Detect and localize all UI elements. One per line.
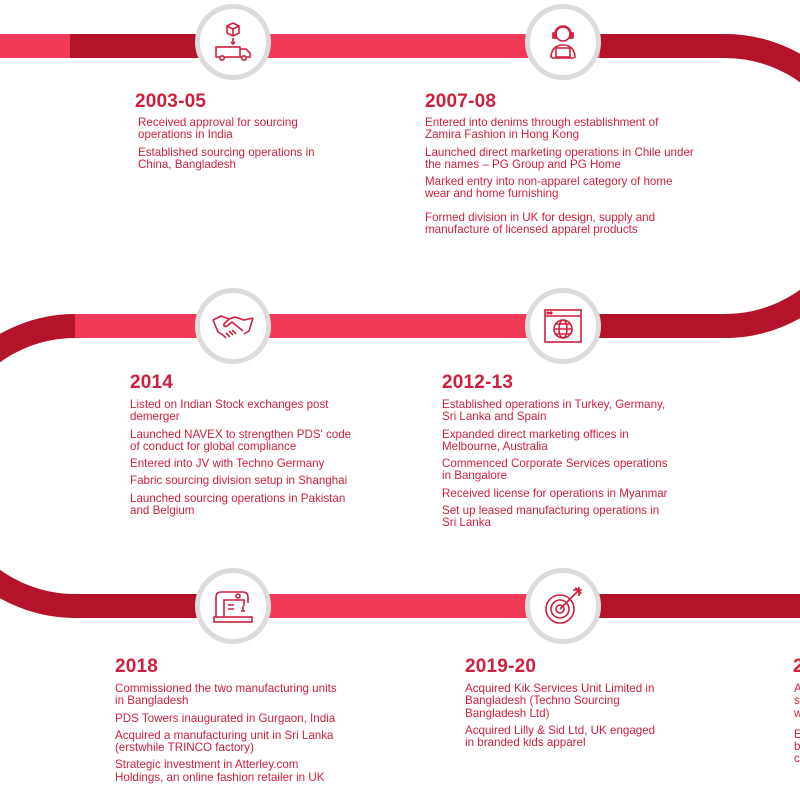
delivery-truck-icon — [211, 20, 255, 64]
milestone-year-2014: 2014 — [130, 372, 174, 393]
list-item: Commenced Corporate Services operations … — [442, 457, 668, 483]
list-item: Established operations in Turkey, German… — [442, 398, 666, 424]
milestone-node-2014 — [195, 288, 271, 364]
person-laptop-icon — [541, 20, 585, 64]
milestone-list-2003-05: Received approval for sourcing operation… — [138, 116, 368, 176]
ribbon-row-3 — [75, 594, 800, 618]
list-item: Received approval for sourcing operation… — [138, 116, 298, 142]
fragment-line: w — [794, 706, 800, 720]
milestone-year-2012-13: 2012-13 — [442, 372, 514, 393]
milestone-year-2007-08: 2007-08 — [425, 91, 497, 112]
list-item: Launched sourcing operations in Pakistan… — [130, 491, 346, 518]
ribbon-row-1 — [0, 34, 725, 58]
milestone-node-2012-13 — [525, 288, 601, 364]
list-item: Established sourcing operations in China… — [138, 145, 315, 171]
handshake-icon — [210, 303, 256, 349]
milestone-list-2012-13: Established operations in Turkey, German… — [442, 398, 702, 535]
list-item: Set up leased manufacturing operations i… — [442, 504, 660, 530]
fragment-line: A — [794, 683, 800, 695]
milestone-node-2003-05 — [195, 4, 271, 80]
list-item: Formed division in UK for design, supply… — [425, 210, 656, 237]
list-item: Acquired a manufacturing unit in Sri Lan… — [115, 728, 334, 755]
list-item: Fabric sourcing division setup in Shangh… — [130, 474, 348, 488]
list-item: Launched NAVEX to strengthen PDS' code o… — [130, 427, 352, 453]
milestone-year-2019-20: 2019-20 — [465, 656, 537, 677]
list-item: Entered into JV with Techno Germany — [130, 457, 325, 471]
list-item: Strategic investment in Atterley.com Hol… — [115, 758, 325, 784]
fragment-line: b — [794, 740, 800, 754]
ribbon-left-curve — [0, 314, 76, 618]
fragment-line: c — [794, 752, 800, 766]
fragment-line: E — [794, 727, 800, 741]
globe-browser-icon — [541, 304, 585, 348]
list-item: Acquired Kik Services Unit Limited in Ba… — [465, 682, 655, 720]
milestone-node-2019-20 — [525, 568, 601, 644]
milestone-year-2003-05: 2003-05 — [135, 91, 207, 112]
milestone-list-2018: Commissioned the two manufacturing units… — [115, 682, 375, 789]
target-arrow-icon — [540, 583, 586, 629]
milestone-year-cutoff: 2 — [793, 656, 800, 677]
milestone-list-2007-08: Entered into denims through establishmen… — [425, 116, 725, 241]
list-item: Launched direct marketing operations in … — [425, 145, 694, 171]
milestone-node-2007-08 — [525, 4, 601, 80]
sewing-machine-icon — [210, 583, 256, 629]
list-item: Commissioned the two manufacturing units… — [115, 682, 337, 708]
list-item: Acquired Lilly & Sid Ltd, UK engaged in … — [465, 723, 656, 750]
milestone-year-2018: 2018 — [115, 656, 159, 677]
list-item: Received license for operations in Myanm… — [442, 486, 668, 500]
milestone-list-2019-20: Acquired Kik Services Unit Limited in Ba… — [465, 682, 705, 754]
milestone-list-2014: Listed on Indian Stock exchanges post de… — [130, 398, 380, 522]
list-item: Listed on Indian Stock exchanges post de… — [130, 398, 329, 424]
list-item: Entered into denims through establishmen… — [425, 116, 659, 142]
milestone-node-2018 — [195, 568, 271, 644]
ribbon-row-2 — [75, 314, 730, 338]
fragment-line: s — [794, 694, 800, 708]
cutoff-text-fragment: A s w E b c — [794, 683, 800, 766]
list-item: PDS Towers inaugurated in Gurgaon, India — [115, 711, 336, 725]
list-item: Expanded direct marketing offices in Mel… — [442, 427, 629, 453]
list-item: Marked entry into non-apparel category o… — [425, 175, 673, 201]
ribbon-right-curve — [724, 34, 800, 338]
